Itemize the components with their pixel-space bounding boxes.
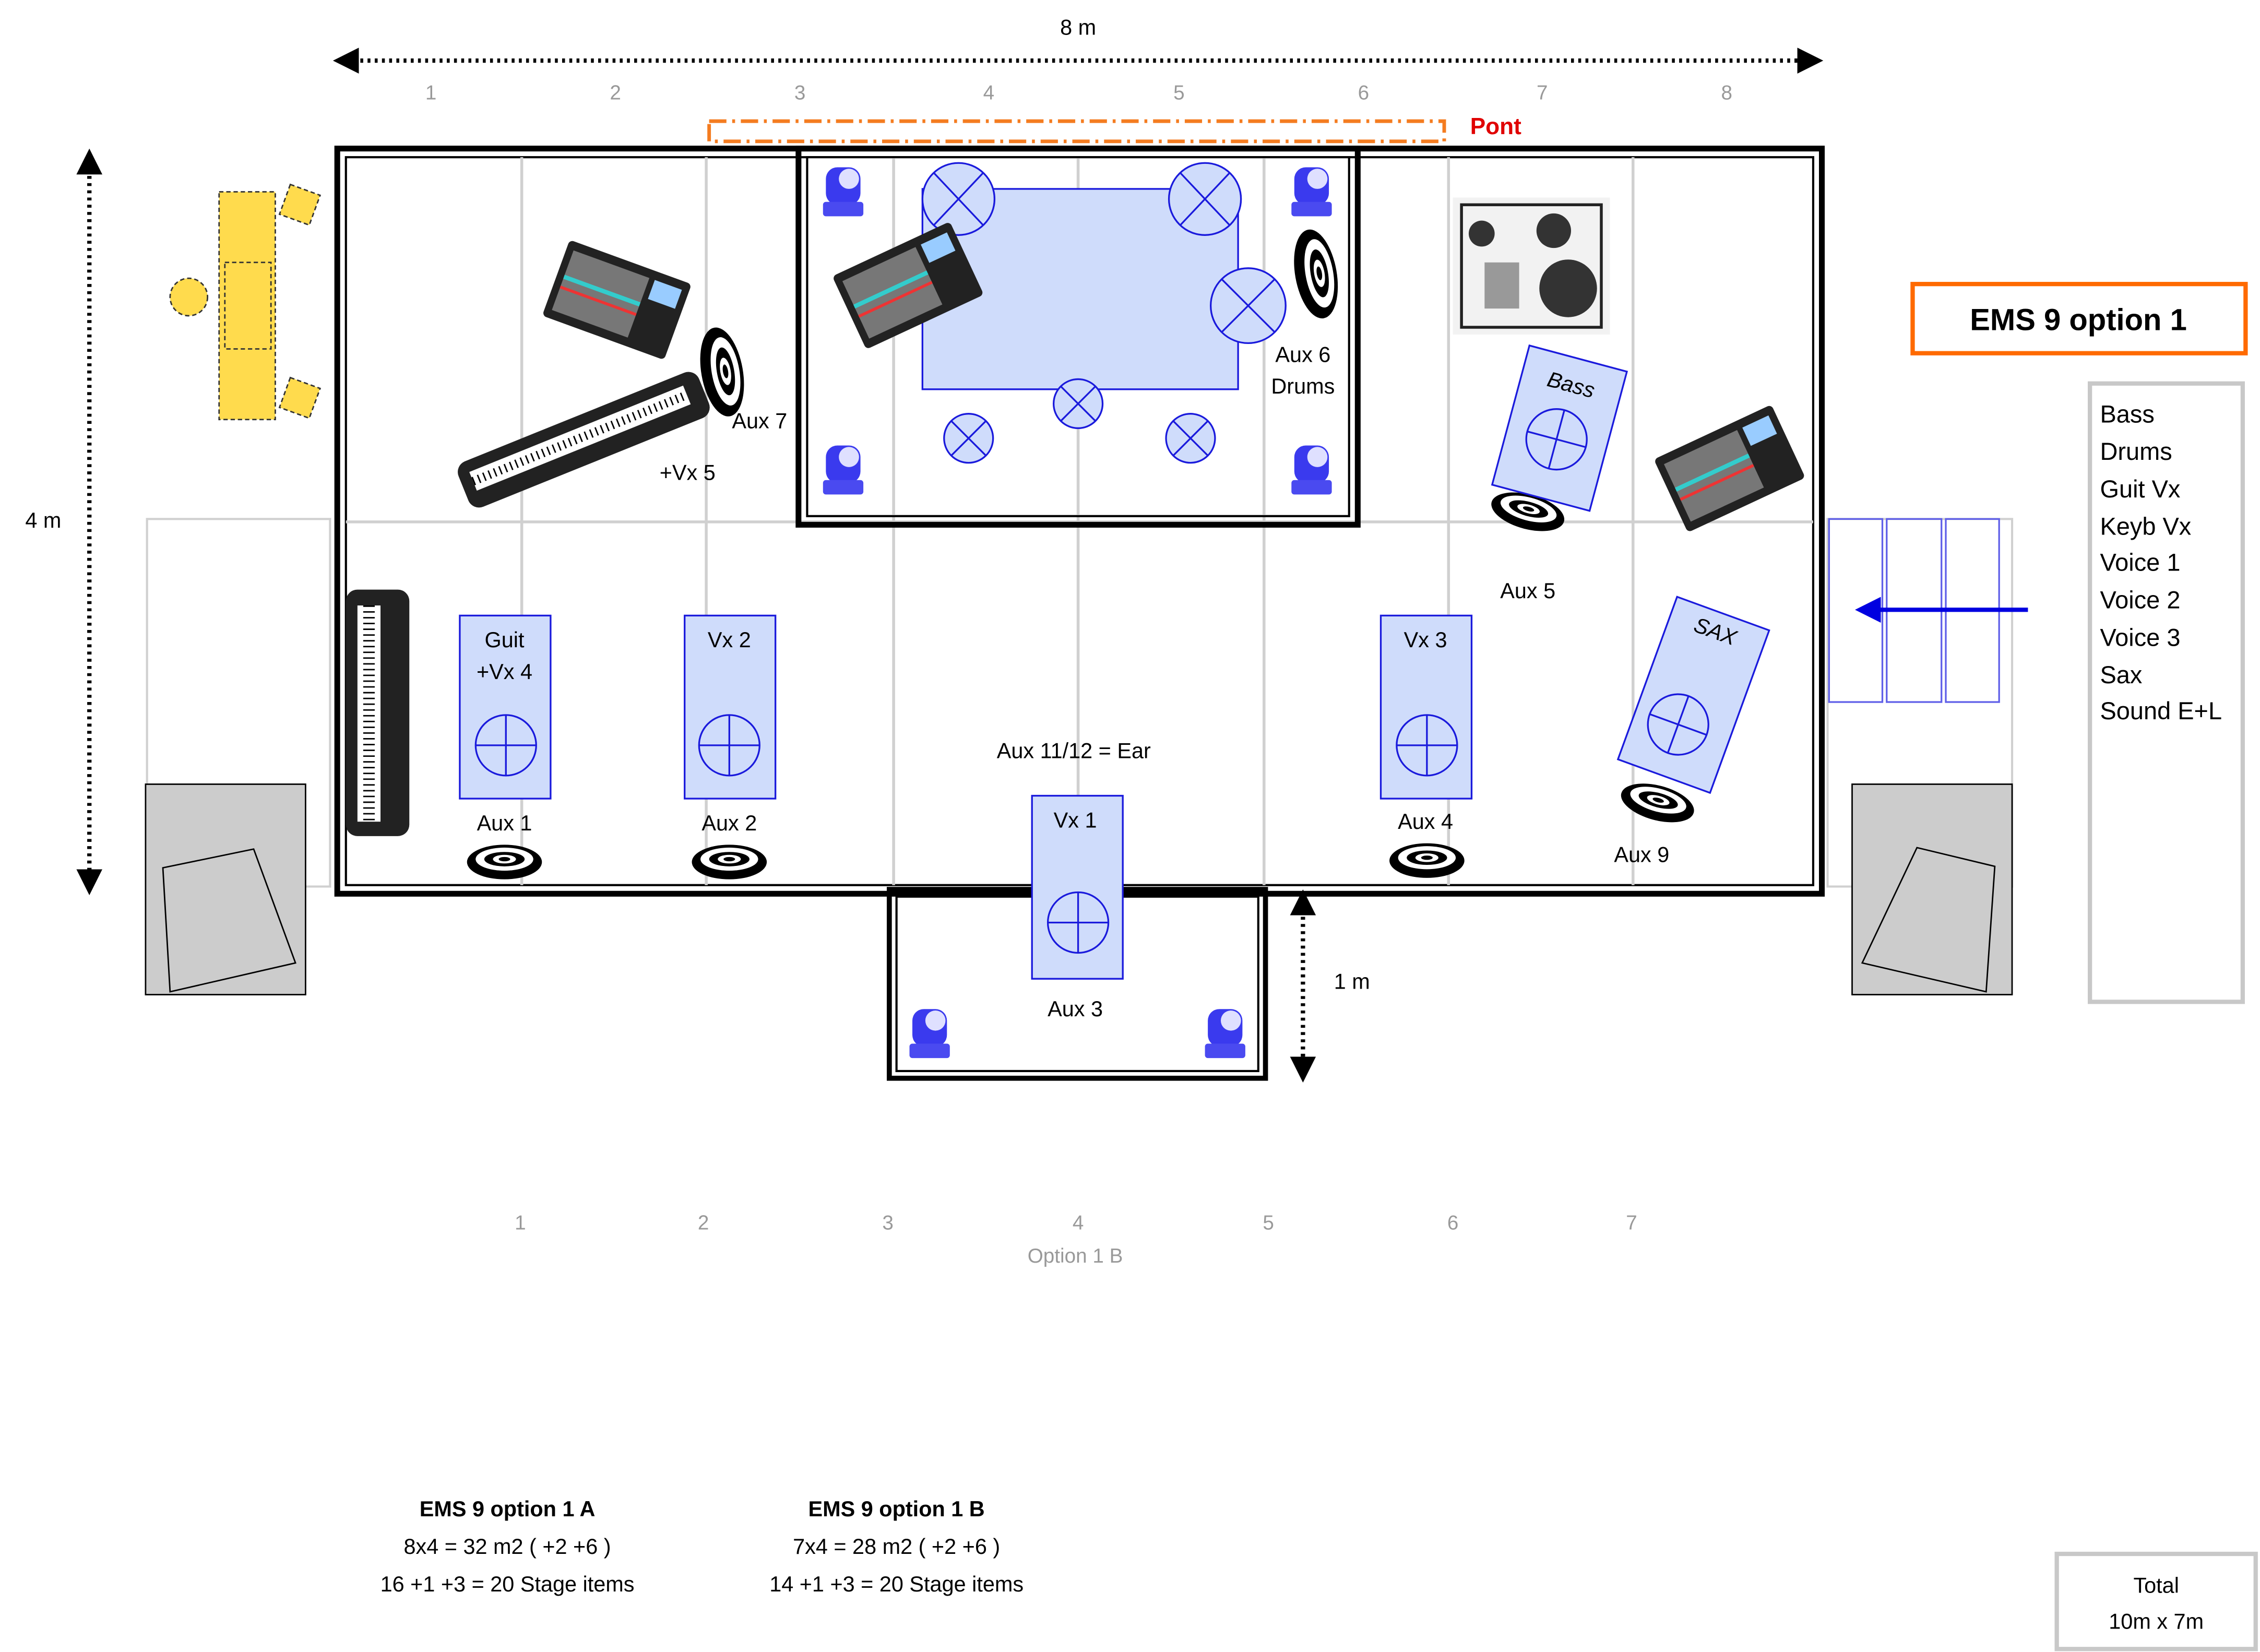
aux1-label: Aux 1 [477, 811, 532, 835]
page-title: EMS 9 option 1 [1970, 304, 2187, 337]
title-box [1910, 282, 2248, 355]
option-b-label: Option 1 B [1028, 1245, 1123, 1267]
sax-position [1616, 596, 1770, 794]
list-item: Voice 2 [2100, 587, 2180, 614]
moving-head-light-icon [1205, 1009, 1245, 1059]
top-column-numbers: 1 2 3 4 5 6 7 8 [425, 82, 1732, 104]
col-number: 3 [882, 1212, 894, 1234]
summary-items: 16 +1 +3 = 20 Stage items [380, 1572, 635, 1596]
front-depth-label: 1 m [1334, 970, 1370, 994]
col-number: 5 [1173, 82, 1185, 104]
moving-head-light-icon [1291, 445, 1332, 495]
list-item: Keyb Vx [2100, 513, 2191, 540]
total-value: 10m x 7m [2109, 1610, 2204, 1634]
ear-label: Aux 11/12 = Ear [997, 739, 1151, 763]
summary-area: 8x4 = 32 m2 ( +2 +6 ) [404, 1535, 611, 1559]
bass-position [1491, 344, 1628, 512]
vx2-label: Vx 2 [708, 628, 751, 652]
aux9-label: Aux 9 [1614, 843, 1669, 867]
vx5-label: +Vx 5 [660, 461, 716, 485]
right-pa-speaker-icon [1861, 847, 1996, 993]
col-number: 3 [794, 82, 806, 104]
vx1-position [1031, 794, 1124, 980]
aux6-label: Aux 6 [1275, 342, 1330, 366]
depth-label: 4 m [25, 508, 61, 532]
width-label: 8 m [1060, 15, 1096, 39]
col-number: 6 [1447, 1212, 1459, 1234]
moving-head-light-icon [909, 1009, 950, 1059]
vx4-label: +Vx 4 [477, 660, 532, 684]
col-number: 7 [1626, 1212, 1637, 1234]
col-number: 2 [698, 1212, 709, 1234]
guitar-cabinet-icon [1453, 197, 1610, 335]
wedge-monitor-icon [1389, 843, 1465, 878]
total-label: Total [2133, 1574, 2179, 1598]
vx3-label: Vx 3 [1404, 628, 1447, 652]
summary-option-b: EMS 9 option 1 B 7x4 = 28 m2 ( +2 +6 ) 1… [769, 1497, 1024, 1596]
wedge-monitor-icon [692, 845, 767, 880]
vx2-position [684, 614, 777, 800]
list-item: Drums [2100, 438, 2172, 465]
col-number: 4 [1073, 1212, 1084, 1234]
pont-label: Pont [1470, 114, 1521, 139]
summary-option-a: EMS 9 option 1 A 8x4 = 32 m2 ( +2 +6 ) 1… [380, 1497, 635, 1596]
summary-title: EMS 9 option 1 B [808, 1497, 985, 1521]
total-box [2054, 1551, 2258, 1651]
moving-head-light-icon [823, 167, 864, 217]
inputs-list: Bass Drums Guit Vx Keyb Vx Voice 1 Voice… [2100, 400, 2222, 724]
col-number: 1 [425, 82, 437, 104]
col-number: 6 [1358, 82, 1370, 104]
left-pa-box [145, 783, 306, 995]
vx3-position [1379, 614, 1473, 800]
list-item: Guit Vx [2100, 476, 2180, 503]
foh-area [169, 183, 322, 421]
pont-truss [707, 119, 1446, 144]
right-pa-box [1851, 783, 2013, 995]
aux3-label: Aux 3 [1048, 997, 1103, 1021]
col-number: 2 [610, 82, 621, 104]
list-item: Voice 1 [2100, 549, 2180, 576]
drums-label: Drums [1271, 374, 1335, 398]
drum-kit [921, 162, 1287, 464]
bottom-column-numbers: 1 2 3 4 5 6 7 [515, 1212, 1637, 1234]
stage-piano-icon [346, 589, 410, 836]
list-item: Bass [2100, 400, 2154, 427]
guitar-position [459, 614, 552, 800]
summary-items: 14 +1 +3 = 20 Stage items [769, 1572, 1024, 1596]
aux7-label: Aux 7 [732, 409, 787, 433]
list-item: Sax [2100, 661, 2142, 688]
keyboard-icon [458, 372, 710, 508]
moving-head-light-icon [823, 445, 864, 495]
vx1-label: Vx 1 [1054, 808, 1097, 832]
moving-head-light-icon [1291, 167, 1332, 217]
list-item: Sound E+L [2100, 697, 2222, 724]
col-number: 5 [1263, 1212, 1274, 1234]
list-item: Voice 3 [2100, 624, 2180, 651]
col-number: 7 [1537, 82, 1548, 104]
inputs-list-box [2088, 381, 2245, 1004]
aux5-label: Aux 5 [1500, 579, 1555, 603]
summary-area: 7x4 = 28 m2 ( +2 +6 ) [793, 1535, 1000, 1559]
col-number: 8 [1721, 82, 1732, 104]
left-pa-speaker-icon [162, 848, 296, 993]
col-number: 4 [983, 82, 995, 104]
col-number: 1 [515, 1212, 526, 1234]
aux4-label: Aux 4 [1398, 810, 1453, 834]
aux2-label: Aux 2 [701, 811, 757, 835]
wedge-monitor-icon [467, 845, 542, 880]
guit-label: Guit [485, 628, 525, 652]
summary-title: EMS 9 option 1 A [420, 1497, 596, 1521]
